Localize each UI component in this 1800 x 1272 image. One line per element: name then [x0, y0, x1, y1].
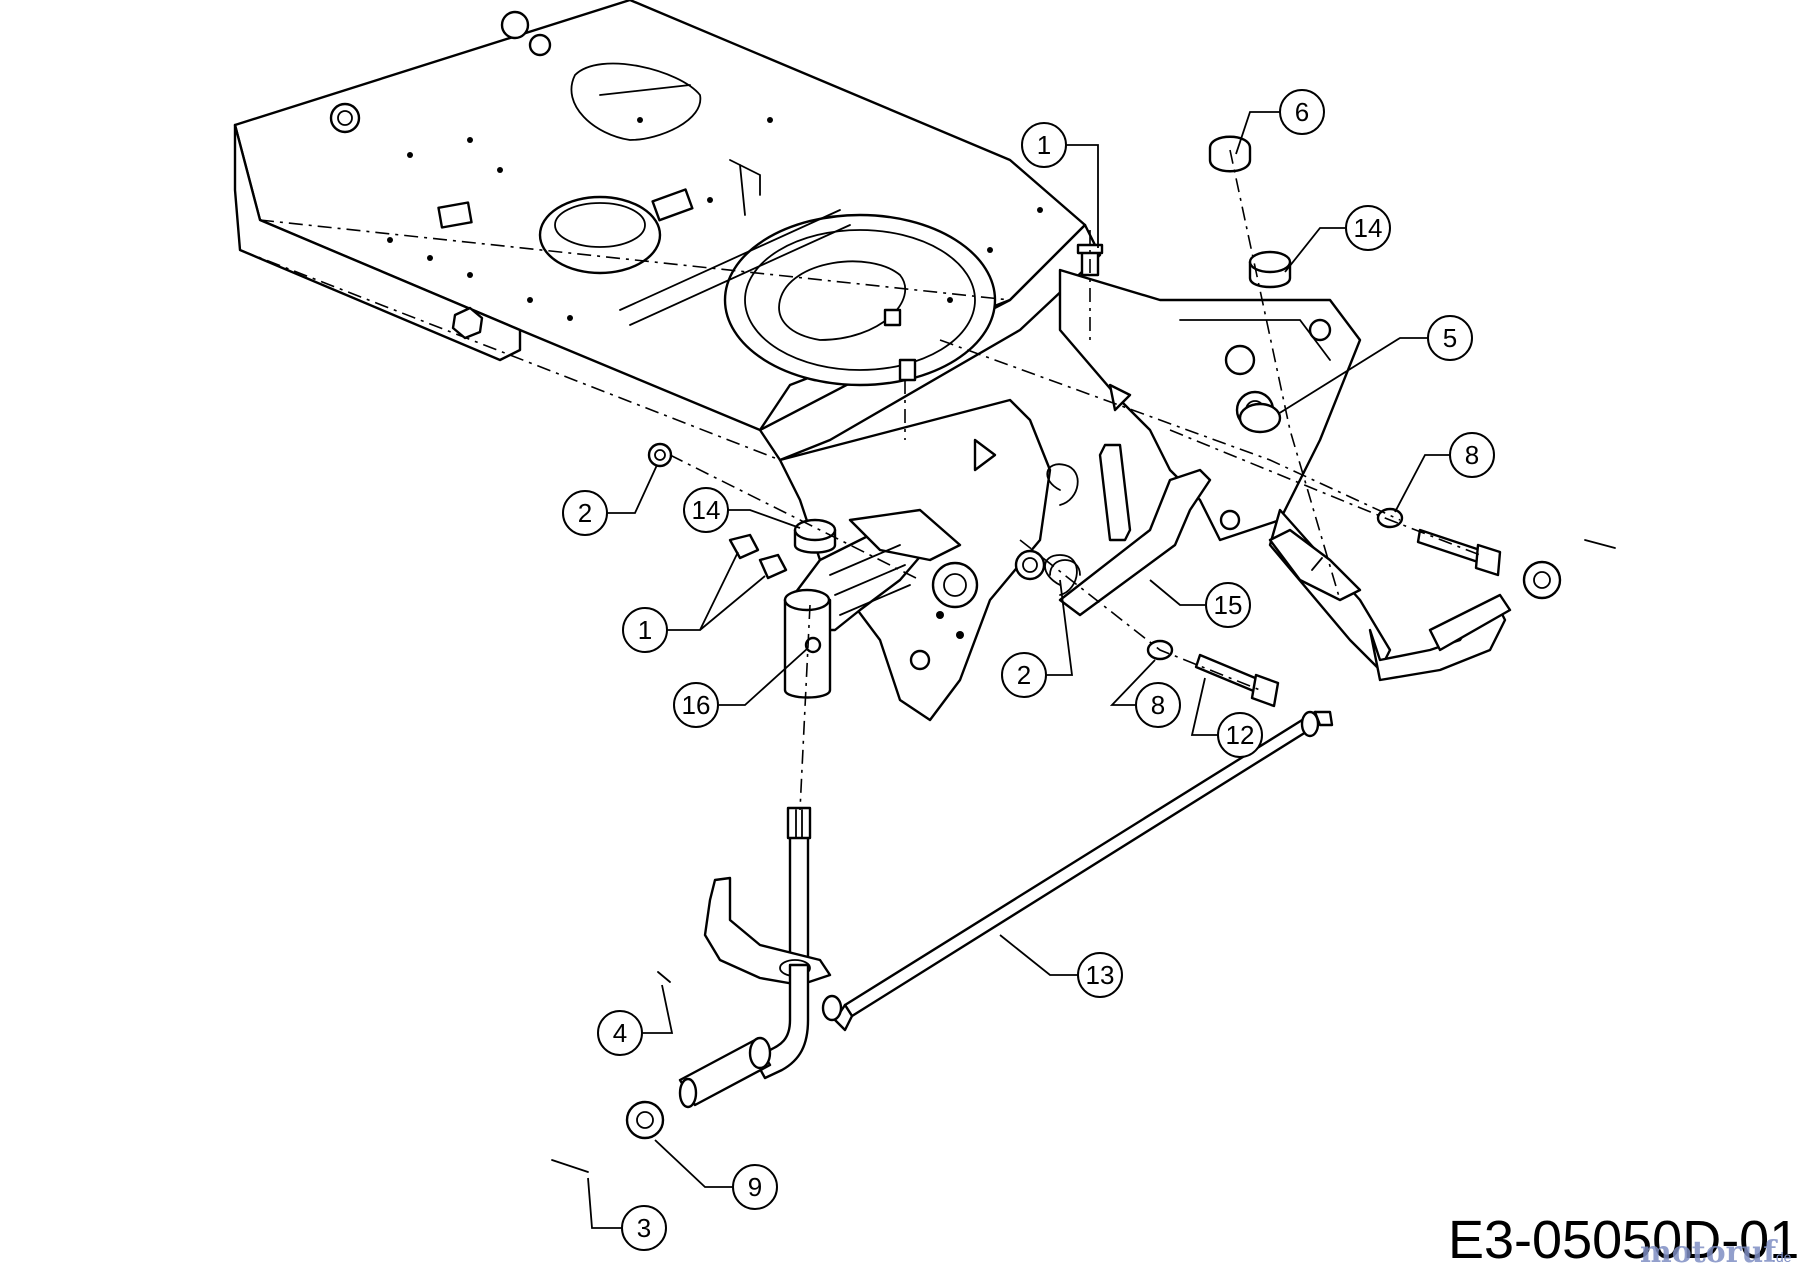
callout-1-top: 1 — [1021, 122, 1099, 248]
callout-label: 13 — [1086, 960, 1115, 990]
callout-label: 5 — [1443, 323, 1457, 353]
callout-label: 12 — [1226, 720, 1255, 750]
lift-handle — [1044, 443, 1212, 617]
callout-label: 8 — [1151, 690, 1165, 720]
callout-15: 15 — [1149, 579, 1251, 628]
watermark-suffix: .de — [1772, 1249, 1792, 1265]
callouts: 1 6 14 5 8 2 — [562, 89, 1495, 1251]
callout-label: 2 — [578, 498, 592, 528]
callout-1-left: 1 — [622, 551, 766, 653]
callout-8-mid: 8 — [1109, 659, 1181, 728]
callout-label: 1 — [638, 615, 652, 645]
drag-link-rod — [821, 710, 1334, 1032]
watermark-logo: motoruf — [1640, 1235, 1778, 1270]
callout-12: 12 — [1190, 677, 1263, 758]
callout-6: 6 — [1235, 89, 1325, 155]
callout-2-mid: 2 — [1001, 579, 1074, 698]
drawing-code: E3-05050D-01 — [1448, 1210, 1799, 1270]
callout-label: 14 — [1354, 213, 1383, 243]
callout-label: 3 — [637, 1213, 651, 1243]
callout-label: 8 — [1465, 440, 1479, 470]
callout-14-right: 14 — [1284, 205, 1391, 273]
callout-14-left: 14 — [683, 487, 801, 533]
left-spindle — [678, 806, 832, 1109]
callout-label: 2 — [1017, 660, 1031, 690]
callout-4: 4 — [597, 984, 674, 1056]
callout-16: 16 — [673, 647, 809, 728]
callout-label: 1 — [1037, 130, 1051, 160]
callout-3: 3 — [587, 1177, 667, 1251]
callout-2-left: 2 — [562, 464, 658, 536]
callout-label: 4 — [613, 1018, 627, 1048]
centerlines — [239, 149, 1481, 811]
callout-label: 14 — [692, 495, 721, 525]
callout-label: 15 — [1214, 590, 1243, 620]
callout-label: 6 — [1295, 97, 1309, 127]
callout-8-right: 8 — [1394, 432, 1495, 513]
hardware — [551, 135, 1616, 1173]
callout-label: 9 — [748, 1172, 762, 1202]
callout-13: 13 — [999, 934, 1123, 998]
chassis-frame — [233, 0, 1102, 462]
callout-5: 5 — [1277, 315, 1473, 415]
callout-9: 9 — [654, 1139, 778, 1210]
callout-label: 16 — [682, 690, 711, 720]
